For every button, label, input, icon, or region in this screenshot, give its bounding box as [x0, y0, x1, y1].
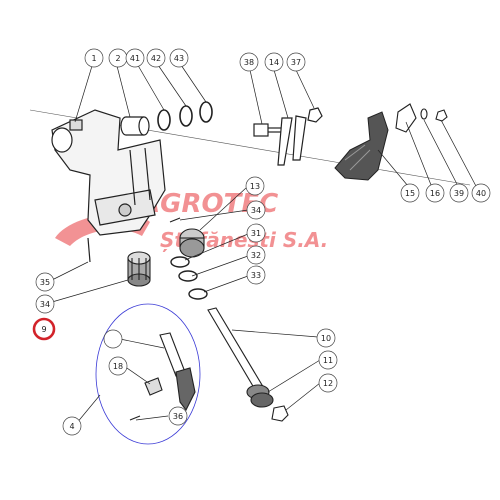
callout-36 [168, 406, 188, 426]
callout-39 [449, 183, 469, 203]
callout-32 [246, 245, 266, 265]
callout-37-label: 37 [291, 58, 301, 67]
callout-10-label: 10 [321, 334, 331, 343]
callout-4 [62, 416, 82, 436]
callout-18 [108, 356, 128, 376]
callout-38-label: 38 [244, 58, 254, 67]
callout-10 [316, 328, 336, 348]
part-gear-13 [179, 228, 205, 258]
callout-11 [318, 350, 338, 370]
callout-43-label: 43 [174, 54, 184, 63]
callout-13-label: 13 [250, 182, 260, 191]
part-ring-41 [157, 109, 171, 131]
callout-leaders [51, 61, 478, 425]
callout-34-top [246, 200, 266, 220]
part-worm-11 [246, 384, 274, 408]
callout-16 [425, 183, 445, 203]
part-bracket-16 [395, 103, 417, 133]
callout-35 [35, 272, 55, 292]
callout-39-label: 39 [454, 189, 464, 198]
callout-34-left [35, 294, 55, 314]
callout-12-label: 12 [323, 379, 333, 388]
callout-14 [264, 52, 284, 72]
callout-33-label: 33 [251, 271, 261, 280]
callout-40 [471, 183, 491, 203]
callout-1 [84, 48, 104, 68]
callout-41 [125, 48, 145, 68]
part-textured-lever-15 [334, 111, 389, 181]
callout-42-label: 42 [151, 54, 161, 63]
callout-11-label: 11 [323, 356, 333, 365]
part-nut-37 [307, 107, 323, 123]
callout-43 [169, 48, 189, 68]
callout-42 [146, 48, 166, 68]
callout-12 [318, 373, 338, 393]
part-nut-12 [271, 405, 289, 422]
callout-33 [246, 265, 266, 285]
callout-14-label: 14 [269, 58, 279, 67]
callout-36-label: 36 [173, 412, 183, 421]
part-washer-39 [420, 108, 428, 120]
callout-34-left-label: 34 [40, 300, 50, 309]
callout-35-label: 35 [40, 278, 50, 287]
part-housing [51, 109, 166, 236]
callout-15 [400, 183, 420, 203]
part-lever-14 [277, 115, 307, 166]
callout-4-label: 4 [69, 422, 74, 431]
callout-labels: 1 2 41 42 43 38 14 37 15 16 39 40 13 34 … [32, 48, 491, 436]
callout-32-label: 32 [251, 251, 261, 260]
callout-37 [286, 52, 306, 72]
callout-18-label: 18 [113, 362, 123, 371]
callout-16-label: 16 [430, 189, 440, 198]
callout-blank [103, 329, 123, 349]
part-pin-34 [169, 217, 181, 223]
part-ring-32 [178, 270, 198, 282]
part-sleeve [120, 116, 150, 136]
callout-41-label: 41 [130, 54, 140, 63]
part-ring-33 [188, 288, 208, 300]
part-ring-31 [170, 256, 190, 268]
part-lever-assembly [129, 332, 196, 421]
callout-38 [239, 52, 259, 72]
callout-13 [245, 176, 265, 196]
callout-1-label: 1 [91, 54, 96, 63]
callout-31 [246, 223, 266, 243]
group-outline-4 [95, 303, 201, 445]
callout-40-label: 40 [476, 189, 486, 198]
callout-9-highlighted [32, 317, 56, 341]
part-pin-35 [87, 237, 91, 263]
callout-31-label: 31 [251, 229, 261, 238]
part-ring-42 [179, 105, 193, 127]
part-nut-40 [435, 109, 448, 122]
callout-9-label: 9 [41, 325, 46, 334]
callout-34-top-label: 34 [251, 206, 261, 215]
callout-2-label: 2 [115, 54, 120, 63]
callout-15-label: 15 [405, 189, 415, 198]
part-bolt-38 [253, 123, 282, 137]
part-ring-43 [199, 101, 213, 123]
part-gear-9 [127, 251, 151, 287]
